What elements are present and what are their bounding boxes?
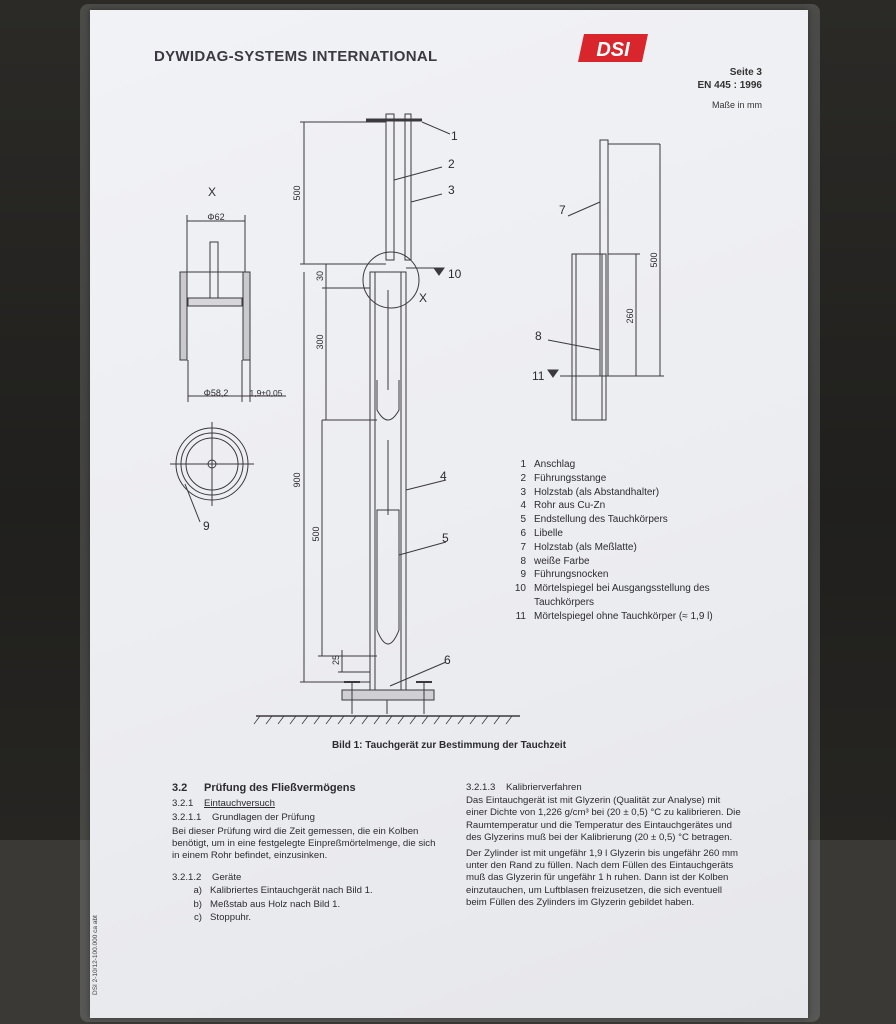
dim-30: 30 xyxy=(315,271,325,281)
calibration-drawing xyxy=(547,139,664,421)
paragraph: Bei dieser Prüfung wird die Zeit gemesse… xyxy=(172,825,436,862)
x-marker: X xyxy=(419,291,427,305)
dsi-logo: DSI xyxy=(578,34,648,62)
page-info: Seite 3 EN 445 : 1996 xyxy=(698,66,763,92)
side-note: DSI 2-10/12-100.000 ca abt xyxy=(92,915,99,995)
paragraph: Das Eintauchgerät ist mit Glyzerin (Qual… xyxy=(466,795,741,843)
standard-number: EN 445 : 1996 xyxy=(697,80,763,91)
cal-dim-260: 260 xyxy=(625,308,635,323)
callout-2: 2 xyxy=(448,157,455,171)
equipment-list: a)Kalibriertes Eintauchgerät nach Bild 1… xyxy=(172,885,442,924)
logo-text: DSI xyxy=(596,39,630,61)
dim-500-lower: 500 xyxy=(311,526,321,541)
dim-500-top: 500 xyxy=(292,185,302,200)
dim-300: 300 xyxy=(315,334,325,349)
figure-caption: Bild 1: Tauchgerät zur Bestimmung der Ta… xyxy=(331,740,567,751)
callout-3: 3 xyxy=(448,183,455,197)
callout-5: 5 xyxy=(442,531,449,545)
units-note: Maße in mm xyxy=(711,100,762,110)
detail-x xyxy=(170,215,286,523)
company-name: DYWIDAG-SYSTEMS INTERNATIONAL xyxy=(154,48,438,65)
detail-x-label: X xyxy=(208,185,216,199)
list-item: a)Kalibriertes Eintauchgerät nach Bild 1… xyxy=(193,885,373,897)
tauchgeraet-main xyxy=(253,113,520,725)
list-item: b)Meßstab aus Holz nach Bild 1. xyxy=(193,898,341,910)
dim-25: 25 xyxy=(331,655,341,665)
detail-dim-bottom: Φ58,2 xyxy=(204,388,229,398)
detail-dim-wall: 1,9±0,05 xyxy=(249,388,282,398)
callout-11: 11 xyxy=(532,369,545,383)
paragraph: Der Zylinder ist mit ungefähr 1,9 l Glyz… xyxy=(466,848,738,908)
callout-7: 7 xyxy=(559,203,566,217)
callout-1: 1 xyxy=(451,129,458,143)
callout-9: 9 xyxy=(203,519,210,533)
callout-6: 6 xyxy=(444,653,451,667)
detail-dim-top: Φ62 xyxy=(207,212,224,222)
list-item: c)Stoppuhr. xyxy=(194,911,252,923)
callout-4: 4 xyxy=(440,469,447,483)
dim-900: 900 xyxy=(292,472,302,487)
page-number: Seite 3 xyxy=(729,67,762,78)
callout-8: 8 xyxy=(535,329,542,343)
technical-drawing: X Φ62 Φ58,2 1,9±0,05 9 500 30 300 900 50… xyxy=(170,113,664,725)
document-sheet: DYWIDAG-SYSTEMS INTERNATIONAL DSI Seite … xyxy=(90,10,808,1018)
callout-10: 10 xyxy=(448,267,462,281)
cal-dim-500: 500 xyxy=(649,252,659,267)
